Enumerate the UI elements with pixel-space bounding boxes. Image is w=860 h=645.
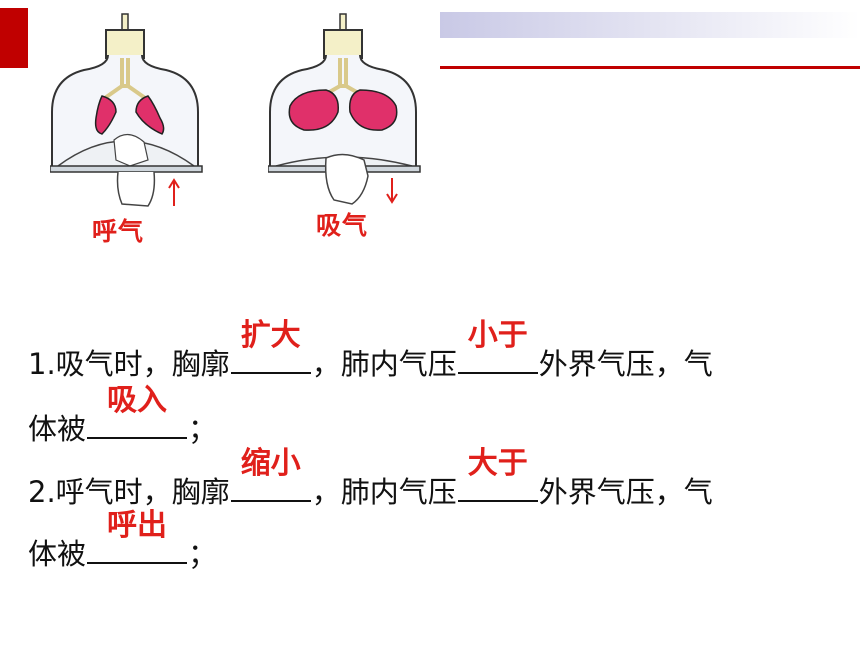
arrow-up-icon xyxy=(168,178,180,206)
question-1-line-1: 1.吸气时，胸廓扩大 ，肺内气压小于外界气压，气 xyxy=(28,318,713,383)
right-lung xyxy=(135,95,165,135)
title-underline xyxy=(440,66,860,69)
jar-base-plate xyxy=(50,165,203,173)
question-2-line-2: 体被呼出 ； xyxy=(28,508,218,573)
title-accent-block xyxy=(0,8,28,68)
answer-blank: 吸入 xyxy=(87,383,188,439)
stopper xyxy=(105,29,145,59)
answer-text: 扩大 xyxy=(240,317,301,353)
trachea xyxy=(100,58,150,102)
caption-exhale: 呼气 xyxy=(92,217,145,246)
question-text: ； xyxy=(188,411,218,446)
question-text: 吸气时，胸廓 xyxy=(55,346,230,381)
arrow-down-icon xyxy=(386,178,398,204)
right-lung xyxy=(348,89,398,131)
left-lung xyxy=(288,89,339,131)
question-text: 外界气压，气 xyxy=(538,346,713,381)
question-text: ； xyxy=(188,536,218,571)
left-lung xyxy=(94,95,117,135)
question-text: 体被 xyxy=(28,536,87,571)
caption-inhale: 吸气 xyxy=(316,211,369,240)
question-text: ，肺内气压 xyxy=(311,474,457,509)
question-text: 呼气时，胸廓 xyxy=(55,474,230,509)
question-text: 体被 xyxy=(28,411,87,446)
bell-jar-model-inhale xyxy=(268,13,421,205)
question-number: 2. xyxy=(28,474,56,509)
question-number: 1. xyxy=(28,346,56,381)
question-text: ，肺内气压 xyxy=(311,346,457,381)
hand xyxy=(116,171,156,207)
answer-blank: 小于 xyxy=(457,318,538,374)
question-2-line-1: 2.呼气时，胸廓缩小 ，肺内气压大于外界气压，气 xyxy=(28,446,713,511)
title-gradient-bar xyxy=(440,12,860,38)
question-text: 外界气压，气 xyxy=(538,474,713,509)
answer-blank: 呼出 xyxy=(87,508,188,564)
answer-text: 呼出 xyxy=(107,507,168,543)
question-1-line-2: 体被吸入 ； xyxy=(28,383,218,448)
bell-jar-model-exhale xyxy=(50,13,203,207)
answer-blank: 扩大 xyxy=(230,318,311,374)
hand-pushing-membrane xyxy=(113,133,149,167)
answer-text: 缩小 xyxy=(240,445,301,481)
answer-text: 吸入 xyxy=(107,382,168,418)
stopper xyxy=(323,29,363,59)
answer-blank: 缩小 xyxy=(230,446,311,502)
answer-text: 大于 xyxy=(467,445,528,481)
answer-blank: 大于 xyxy=(457,446,538,502)
hand-pulling-membrane xyxy=(324,153,369,205)
answer-text: 小于 xyxy=(467,317,528,353)
